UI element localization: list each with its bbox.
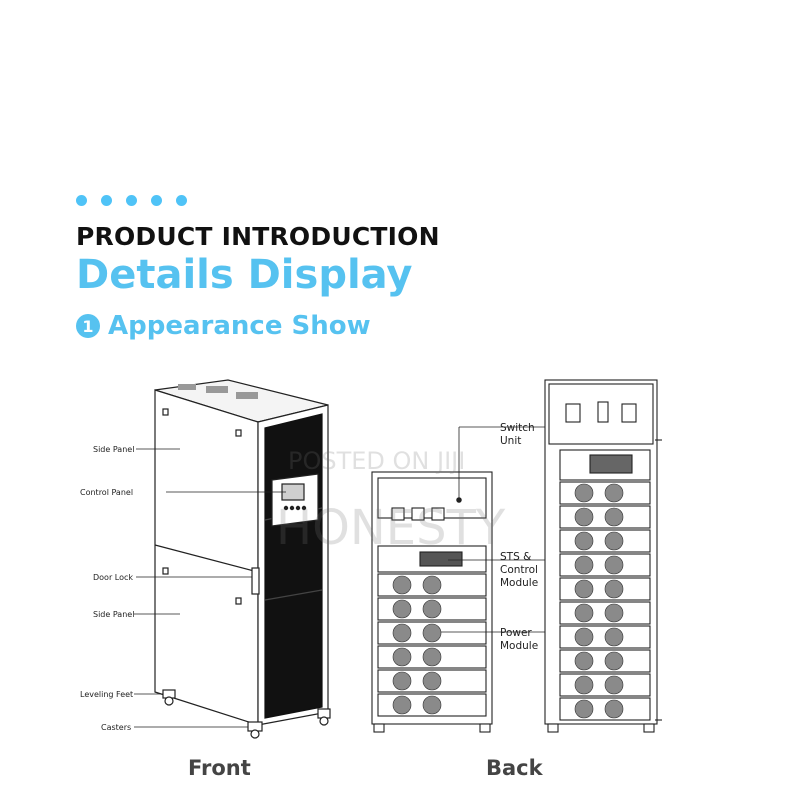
- ups-cabinet-drawing: Side Panel Control Panel Door Lock Side …: [80, 379, 662, 739]
- callout-side-panel-top: Side Panel: [93, 445, 134, 454]
- subheading: 1 Appearance Show: [76, 311, 371, 341]
- watermark-line-1: POSTED ON JIJI: [288, 447, 466, 475]
- callout-side-panel-bottom: Side Panel: [93, 610, 134, 619]
- callout-power-2: Module: [500, 640, 538, 652]
- watermark-line-2: HONESTY: [276, 500, 506, 556]
- callout-leveling-feet: Leveling Feet: [80, 690, 133, 699]
- callout-casters: Casters: [101, 723, 131, 732]
- callout-switch-unit-2: Unit: [500, 435, 521, 447]
- section-kicker: PRODUCT INTRODUCTION: [76, 222, 440, 251]
- page-title: Details Display: [76, 252, 413, 298]
- tall-fan-grilles: [574, 483, 624, 719]
- callout-switch-unit-1: Switch: [500, 422, 535, 434]
- back-caption: Back: [486, 756, 543, 780]
- dot: [126, 195, 137, 206]
- subheading-text: Appearance Show: [108, 311, 371, 341]
- callout-door-lock: Door Lock: [93, 573, 133, 582]
- dot-decoration: [76, 195, 187, 206]
- front-caption: Front: [188, 756, 251, 780]
- back-cabinet-tall-illustration: [544, 379, 662, 733]
- front-leader-lines: [134, 448, 286, 728]
- dot: [76, 195, 87, 206]
- callout-sts-2: Control: [500, 564, 538, 576]
- callout-power-1: Power: [500, 627, 532, 639]
- callout-sts-3: Module: [500, 577, 538, 589]
- callout-control-panel: Control Panel: [80, 488, 133, 497]
- small-fan-grilles: [392, 575, 442, 715]
- dot: [176, 195, 187, 206]
- number-one-badge-icon: 1: [76, 314, 100, 338]
- front-cabinet-illustration: [154, 379, 331, 739]
- dot: [101, 195, 112, 206]
- callout-sts-1: STS &: [500, 551, 531, 563]
- dot: [151, 195, 162, 206]
